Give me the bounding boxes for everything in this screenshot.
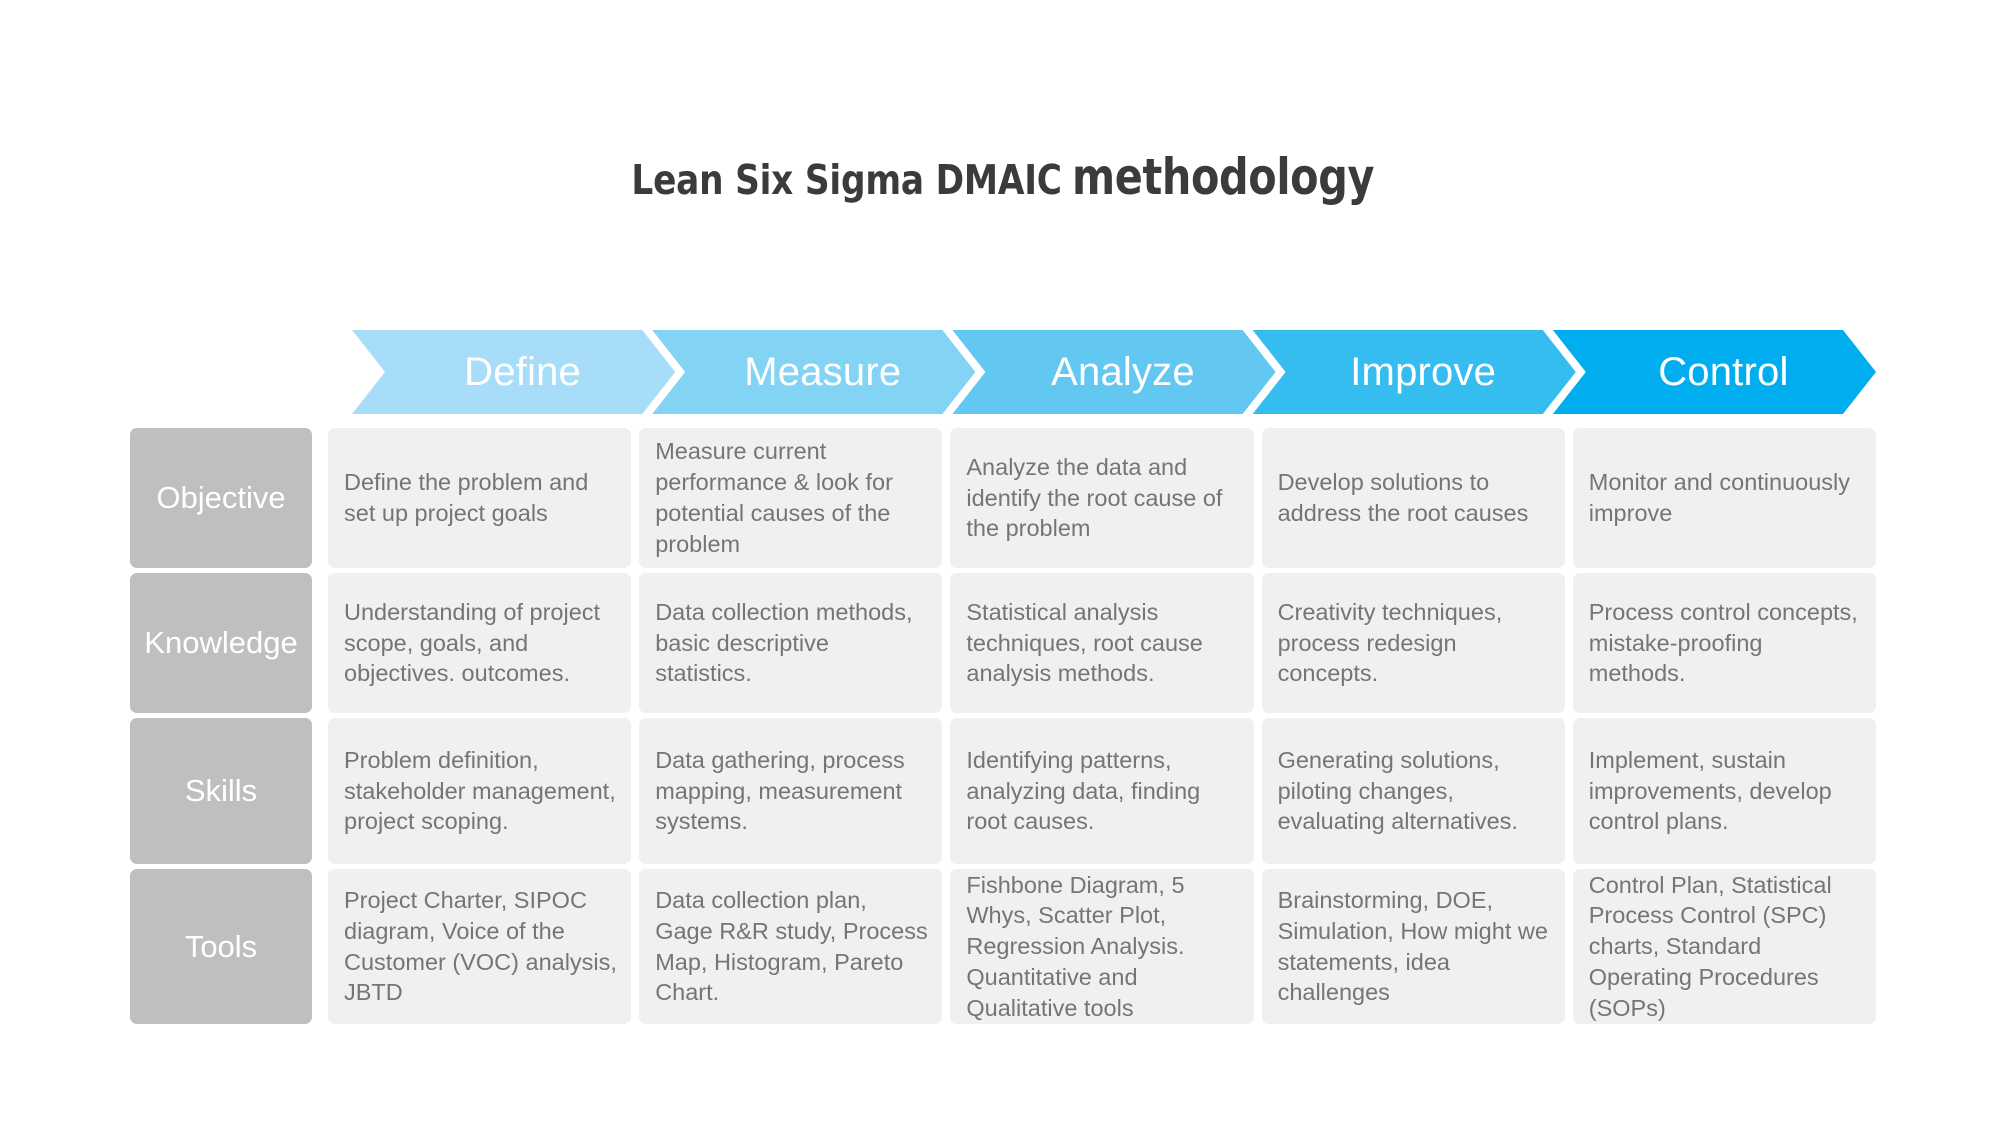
matrix-cell-text: Data collection plan, Gage R&R study, Pr… [655, 886, 928, 1006]
matrix-cell-text: Monitor and continuously improve [1588, 469, 1851, 526]
matrix-cell[interactable]: Implement, sustain improvements, develop… [1572, 718, 1876, 864]
title-part-secondary: methodology [1072, 148, 1375, 206]
title-part-primary: Lean Six Sigma DMAIC [631, 156, 1063, 204]
row-label-tools[interactable]: Tools [130, 869, 312, 1024]
phase-chevron-label: Analyze [1051, 350, 1195, 394]
matrix-cell[interactable]: Project Charter, SIPOC diagram, Voice of… [328, 869, 632, 1024]
matrix-row: Objective Define the problem and set up p… [130, 428, 1876, 568]
matrix-cell[interactable]: Measure current performance & look for p… [639, 428, 943, 568]
dmaic-phase-band: Define Measure Analyze Improve Control [352, 330, 1876, 414]
matrix-row: Tools Project Charter, SIPOC diagram, Voi… [130, 869, 1876, 1024]
matrix-cell-text: Understanding of project scope, goals, a… [344, 598, 601, 687]
matrix-cell-text: Control Plan, Statistical Process Contro… [1588, 871, 1832, 1021]
matrix-cell[interactable]: Control Plan, Statistical Process Contro… [1572, 869, 1876, 1024]
matrix-row: Knowledge Understanding of project scope,… [130, 573, 1876, 713]
matrix-cell[interactable]: Define the problem and set up project go… [328, 428, 632, 568]
matrix-cell-text: Fishbone Diagram, 5 Whys, Scatter Plot, … [966, 871, 1185, 1021]
phase-chevron-label: Define [464, 350, 581, 394]
matrix-cell-text: Problem definition, stakeholder manageme… [344, 746, 616, 835]
matrix-cell[interactable]: Analyze the data and identify the root c… [950, 428, 1254, 568]
phase-chevron-label: Improve [1350, 350, 1497, 394]
phase-chevron-improve[interactable]: Improve [1252, 330, 1576, 414]
matrix-cell-text: Analyze the data and identify the root c… [966, 453, 1223, 542]
dmaic-matrix: Objective Define the problem and set up p… [130, 428, 1876, 1024]
matrix-cell[interactable]: Process control concepts, mistake-proofi… [1572, 573, 1876, 713]
matrix-cell[interactable]: Identifying patterns, analyzing data, fi… [950, 718, 1254, 864]
matrix-cell[interactable]: Data gathering, process mapping, measure… [639, 718, 943, 864]
matrix-cell-text: Measure current performance & look for p… [655, 438, 893, 557]
matrix-cell[interactable]: Problem definition, stakeholder manageme… [328, 718, 632, 864]
phase-chevron-label: Measure [744, 350, 902, 394]
matrix-cell[interactable]: Creativity techniques, process redesign … [1261, 573, 1565, 713]
phase-chevron-measure[interactable]: Measure [652, 330, 976, 414]
matrix-row: Skills Problem definition, stakeholder ma… [130, 718, 1876, 864]
matrix-cell-text: Define the problem and set up project go… [344, 469, 589, 526]
matrix-cell-text: Implement, sustain improvements, develop… [1588, 746, 1832, 835]
matrix-cell[interactable]: Statistical analysis techniques, root ca… [950, 573, 1254, 713]
matrix-cell[interactable]: Fishbone Diagram, 5 Whys, Scatter Plot, … [950, 869, 1254, 1024]
matrix-cell[interactable]: Develop solutions to address the root ca… [1261, 428, 1565, 568]
matrix-cell[interactable]: Generating solutions, piloting changes, … [1261, 718, 1565, 864]
matrix-cell-text: Generating solutions, piloting changes, … [1277, 746, 1518, 835]
row-label-text: Skills [184, 773, 258, 808]
row-label-text: Knowledge [144, 625, 298, 660]
matrix-cell-text: Process control concepts, mistake-proofi… [1588, 598, 1858, 687]
matrix-cell-text: Develop solutions to address the root ca… [1277, 469, 1529, 526]
phase-chevron-label: Control [1658, 350, 1789, 394]
matrix-cell[interactable]: Monitor and continuously improve [1572, 428, 1876, 568]
phase-chevron-define[interactable]: Define [352, 330, 676, 414]
row-label-text: Tools [184, 928, 258, 964]
row-label-objective[interactable]: Objective [130, 428, 312, 568]
phase-chevron-control[interactable]: Control [1552, 330, 1876, 414]
phase-chevron-analyze[interactable]: Analyze [952, 330, 1276, 414]
matrix-cell-text: Brainstorming, DOE, Simulation, How migh… [1277, 886, 1548, 1006]
matrix-cell[interactable]: Understanding of project scope, goals, a… [328, 573, 632, 713]
matrix-cell[interactable]: Brainstorming, DOE, Simulation, How migh… [1261, 869, 1565, 1024]
matrix-cell[interactable]: Data collection plan, Gage R&R study, Pr… [639, 869, 943, 1024]
row-label-knowledge[interactable]: Knowledge [130, 573, 312, 713]
matrix-cell-text: Data gathering, process mapping, measure… [655, 746, 905, 835]
matrix-cell-text: Identifying patterns, analyzing data, fi… [966, 746, 1201, 835]
matrix-cell-text: Data collection methods, basic descripti… [655, 598, 913, 687]
matrix-cell-text: Creativity techniques, process redesign … [1277, 598, 1503, 687]
matrix-cell[interactable]: Data collection methods, basic descripti… [639, 573, 943, 713]
matrix-cell-text: Statistical analysis techniques, root ca… [966, 598, 1203, 687]
matrix-cell-text: Project Charter, SIPOC diagram, Voice of… [344, 886, 617, 1006]
row-label-text: Objective [156, 480, 286, 515]
row-label-skills[interactable]: Skills [130, 718, 312, 864]
